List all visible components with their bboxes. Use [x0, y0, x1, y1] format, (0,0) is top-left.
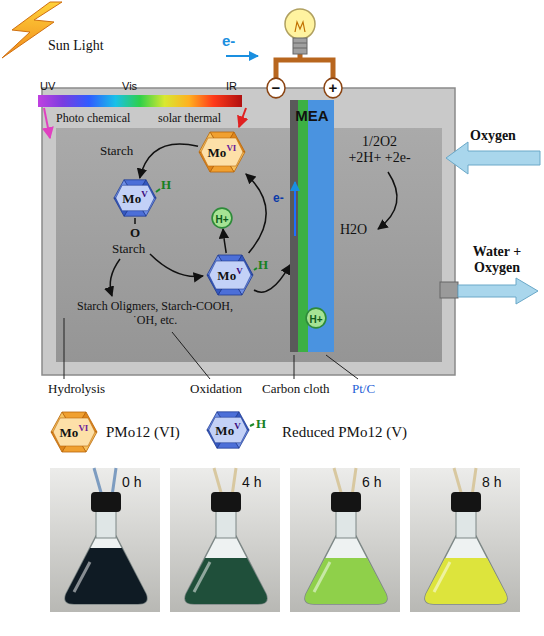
reduction-arrow	[378, 172, 397, 229]
node-label: MEA	[295, 107, 328, 124]
spectrum-bar	[38, 95, 242, 107]
time-label: 4 h	[242, 474, 261, 490]
legend-polyoxometalate: MoVI	[50, 410, 98, 454]
flask-photo	[170, 468, 280, 612]
callout-label: Pt/C	[352, 382, 375, 397]
oxidation-state: VI	[78, 423, 88, 433]
node-text-group: MoVI	[208, 144, 237, 160]
time-label: 8 h	[482, 474, 501, 490]
outlet-arrow	[458, 278, 538, 304]
uv-arrow	[44, 108, 50, 138]
oxidation-arrow	[150, 254, 203, 277]
oxidation-state: V	[234, 421, 241, 431]
electron-arrow	[294, 182, 296, 236]
node-label: H+	[215, 214, 228, 225]
proton-circle: H+	[211, 207, 233, 229]
callout-label: Carbon cloth	[262, 382, 330, 397]
node-text-group: H+	[309, 310, 322, 326]
legend-polyoxometalate: MoV	[206, 410, 250, 450]
oxygen-inlet-arrow	[446, 142, 540, 174]
terminal-circle: +	[323, 77, 343, 99]
flask-photo	[50, 468, 160, 612]
node-label: Mo	[60, 425, 79, 440]
node-label: Mo	[208, 145, 227, 160]
node-label: +	[329, 79, 338, 96]
cell-chamber	[56, 128, 442, 362]
callout-label: Hydrolysis	[48, 382, 105, 397]
spectrum-label: UV	[40, 80, 55, 93]
callout-label: Oxidation	[190, 382, 242, 397]
membrane-strip: MEA H+	[290, 100, 334, 352]
atom-label: H	[161, 178, 171, 193]
node-text-group: MEA	[295, 108, 328, 124]
node-text-group: MoVI	[60, 424, 89, 440]
reactant-label: Starch	[100, 144, 133, 159]
cell-housing	[42, 88, 455, 375]
atom-label: H	[256, 417, 266, 432]
polyoxometalate-reduced: MoV	[206, 253, 254, 297]
flask-photo	[290, 468, 400, 612]
node-text-group: MoV	[215, 422, 240, 438]
process-label: solar thermal	[158, 112, 221, 126]
oxidation-state: V	[141, 189, 148, 199]
reaction-arrow	[140, 144, 198, 178]
external-wire	[276, 54, 333, 78]
node-text-group: MoV	[122, 190, 147, 206]
inlet-label: Oxygen	[470, 128, 516, 144]
polyoxometalate-reduced: MoV	[113, 178, 157, 218]
electron-flow-arrow	[226, 55, 258, 57]
proton-circle: H+	[305, 307, 327, 329]
outlet-label: Water + Oxygen	[466, 244, 528, 276]
polyoxometalate-oxidized: MoVI	[198, 130, 246, 174]
product-label: Starch Oligmers, Starch-COOH, ˙OH, etc.	[70, 300, 240, 328]
node-label: Mo	[122, 191, 141, 206]
terminal-circle: −	[266, 77, 286, 99]
light-bulb	[285, 9, 315, 54]
time-label: 6 h	[362, 474, 381, 490]
electron-label: e-	[273, 192, 284, 206]
node-label: H+	[309, 314, 322, 325]
light-source-label: Sun Light	[48, 38, 104, 54]
reactant-label: Starch	[112, 242, 145, 257]
atom-label: H	[258, 258, 268, 273]
node-text-group: −	[272, 80, 281, 96]
half-reaction: 1/2O2 +2H+ +2e-	[346, 134, 413, 166]
atom-label: O	[130, 226, 140, 241]
node-text-group: +	[329, 80, 338, 96]
process-label: Photo chemical	[56, 112, 130, 126]
oxidation-state: V	[236, 266, 243, 276]
time-label: 0 h	[122, 474, 141, 490]
node-text-group: MoV	[217, 267, 242, 283]
outlet-port	[440, 282, 458, 298]
node-label: Mo	[217, 268, 236, 283]
spectrum-label: IR	[226, 80, 237, 93]
ir-arrow	[239, 108, 246, 127]
spectrum-label: Vis	[122, 80, 137, 93]
flask-photo	[410, 468, 520, 612]
legend-text: Reduced PMo12 (V)	[282, 424, 407, 441]
electron-label: e-	[222, 32, 235, 49]
oxygen-bond	[134, 218, 136, 224]
hydrolysis-arrow	[110, 259, 120, 296]
reaction-arrow	[223, 229, 226, 253]
node-label: −	[272, 79, 281, 96]
node-text-group: H+	[215, 210, 228, 226]
node-label: Mo	[215, 423, 234, 438]
product-label: H2O	[340, 222, 367, 238]
legend-text: PMo12 (VI)	[106, 424, 180, 441]
oxidation-state: VI	[226, 143, 236, 153]
reaction-arrow	[246, 174, 266, 253]
